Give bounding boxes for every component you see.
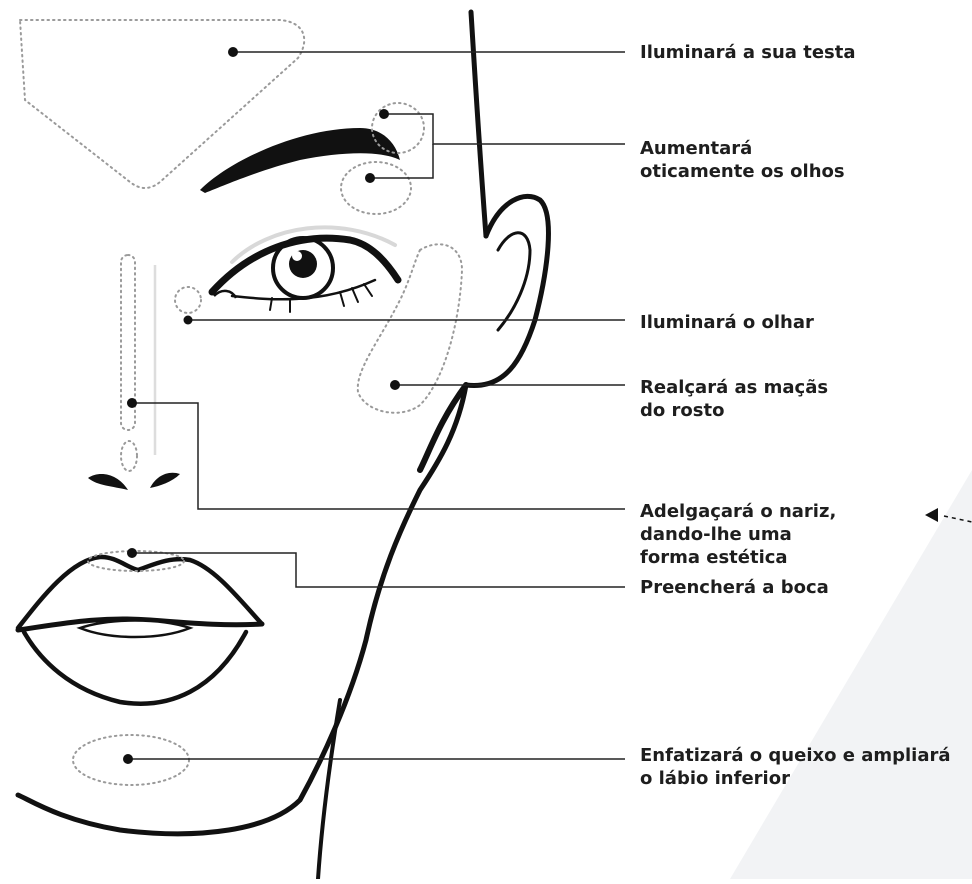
nostril-right bbox=[150, 473, 180, 488]
brow-zone bbox=[372, 103, 424, 153]
marker-chin bbox=[123, 754, 133, 764]
label-cheeks: Realçará as maçãs do rosto bbox=[640, 376, 828, 422]
ear bbox=[466, 196, 548, 385]
jaw-line bbox=[18, 385, 466, 834]
eye-highlight bbox=[292, 251, 302, 261]
marker-nose bbox=[127, 398, 137, 408]
face-contour bbox=[471, 12, 486, 236]
ear-inner bbox=[498, 233, 530, 330]
marker-upper-eye bbox=[365, 173, 375, 183]
label-chin: Enfatizará o queixo e ampliará o lábio i… bbox=[640, 744, 951, 790]
label-mouth: Preencherá a boca bbox=[640, 576, 829, 599]
neck-line bbox=[318, 700, 340, 879]
leader-nose bbox=[132, 403, 625, 509]
marker-forehead bbox=[228, 47, 238, 57]
nostril-left bbox=[88, 474, 128, 490]
label-look: Iluminará o olhar bbox=[640, 311, 814, 334]
label-forehead: Iluminará a sua testa bbox=[640, 41, 856, 64]
upper-eye-zone bbox=[341, 162, 411, 214]
marker-inner-eye bbox=[184, 316, 193, 325]
label-nose: Adelgaçará o nariz, dando-lhe uma forma … bbox=[640, 500, 836, 569]
inner-eye-zone bbox=[175, 287, 201, 313]
nose-tip-zone bbox=[121, 441, 137, 471]
label-eyes: Aumentará oticamente os olhos bbox=[640, 137, 845, 183]
marker-cheek bbox=[390, 380, 400, 390]
cheek-zone bbox=[358, 244, 462, 412]
teeth bbox=[80, 621, 190, 638]
lower-lip bbox=[24, 632, 246, 704]
arrow-head bbox=[925, 508, 938, 522]
marker-lip bbox=[127, 548, 137, 558]
marker-brow bbox=[379, 109, 389, 119]
eyebrow bbox=[200, 128, 400, 193]
